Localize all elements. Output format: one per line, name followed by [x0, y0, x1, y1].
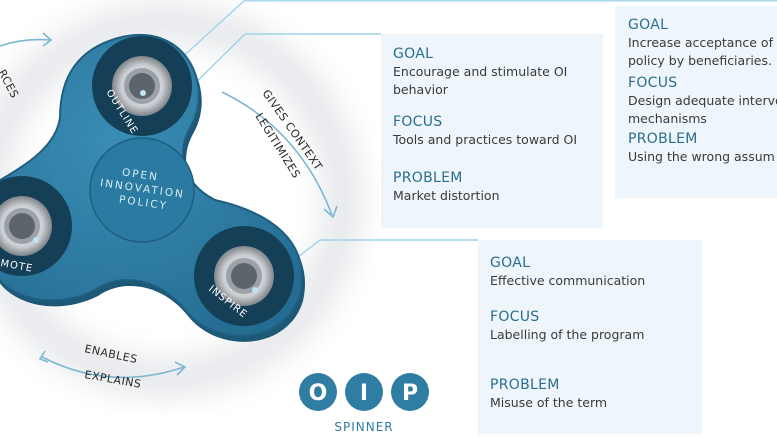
arrow-top-left [0, 38, 51, 47]
cycle-arrows [0, 32, 338, 379]
panel-outline-problem-line-1: Market distortion [393, 188, 500, 203]
arrow-bottom-head [174, 361, 187, 376]
panel-promote-focus-line-1: Design adequate interve [628, 93, 777, 108]
panel-inspire-problem-line-1: Misuse of the term [490, 395, 608, 410]
logo-letter-i: I [360, 381, 368, 406]
motion-halo [0, 2, 363, 398]
panel-promote-focus-heading: FOCUS [628, 75, 678, 91]
panel-outline-goal: GOAL Encourage and stimulate OI behavior [393, 46, 567, 99]
dot-outline [140, 90, 146, 96]
arrow-top-left-head [42, 32, 53, 47]
arrow-right-head [323, 205, 338, 219]
panel-inspire-problem: PROBLEM Misuse of the term [490, 377, 607, 412]
panel-inspire-focus-heading: FOCUS [490, 309, 540, 325]
panel-outline-goal-line-1: Encourage and stimulate OI [393, 64, 568, 79]
panel-promote-goal-heading: GOAL [628, 17, 669, 33]
panel-outline-bg [381, 34, 603, 228]
panel-inspire-goal-line-1: Effective communication [490, 273, 646, 288]
panel-outline-problem: PROBLEM Market distortion [393, 170, 500, 205]
logo-letter-p: P [402, 381, 418, 406]
logo-letter-o: O [309, 381, 328, 406]
logo-caption: SPINNER [334, 420, 393, 434]
logo-circle-p [391, 373, 429, 411]
panel-inspire-bg [478, 240, 702, 434]
panel-promote-focus: FOCUS Design adequate interve mechanisms [628, 75, 777, 128]
panel-outline-goal-heading: GOAL [393, 46, 434, 62]
panel-promote-goal-line-2: policy by beneficiaries. [628, 53, 772, 68]
panel-promote-goal-line-1: Increase acceptance of [628, 35, 773, 50]
panel-promote-problem-line-1: Using the wrong assum [628, 149, 775, 164]
panel-inspire-focus-line-1: Labelling of the program [490, 327, 645, 342]
logo-circle-o [299, 373, 337, 411]
panel-outline-focus: FOCUS Tools and practices toward OI [393, 114, 577, 149]
panel-inspire-problem-heading: PROBLEM [490, 377, 560, 393]
panel-outline-focus-line-1: Tools and practices toward OI [393, 132, 578, 147]
dot-inspire [252, 287, 258, 293]
center-line-1: OPEN [121, 167, 159, 184]
panel-inspire-focus: FOCUS Labelling of the program [490, 309, 644, 344]
arrow-right [221, 91, 333, 216]
panel-outline-problem-heading: PROBLEM [393, 170, 463, 186]
center-hub [89, 137, 195, 243]
panel-promote-focus-line-2: mechanisms [628, 111, 707, 126]
bearing-inspire [194, 226, 294, 326]
panel-outline-focus-heading: FOCUS [393, 114, 443, 130]
panel-outline-goal-line-2: behavior [393, 82, 448, 97]
bearing-outline [92, 36, 192, 136]
arrow-bottom [41, 356, 185, 379]
logo-circle-i [345, 373, 383, 411]
arm-label-promote: MOTE [0, 258, 34, 275]
panel-promote-goal: GOAL Increase acceptance of policy by be… [628, 17, 773, 70]
panel-inspire-goal: GOAL Effective communication [490, 255, 645, 290]
oip-logo: O I P SPINNER [299, 373, 429, 434]
dot-promote [33, 237, 39, 243]
panel-promote-problem: PROBLEM Using the wrong assum [628, 131, 775, 166]
panel-inspire-goal-heading: GOAL [490, 255, 531, 271]
panel-promote-bg [615, 6, 777, 198]
bearing-promote [0, 176, 72, 276]
spinner-body: OPEN INNOVATION POLICY [0, 34, 305, 342]
panel-promote-problem-heading: PROBLEM [628, 131, 698, 147]
arrow-bottom-tail-head [38, 350, 49, 363]
